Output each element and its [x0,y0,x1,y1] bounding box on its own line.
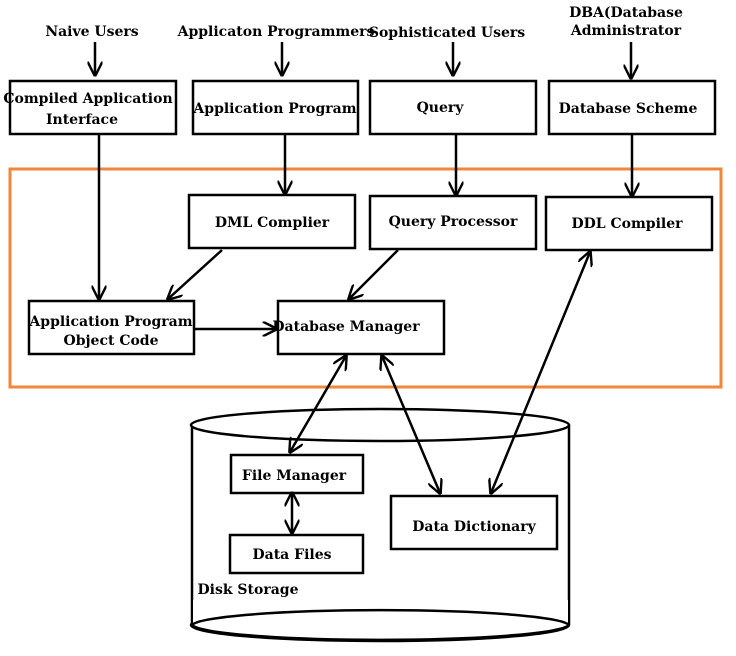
compiled-interface-label-line1: Compiled Application [3,91,172,107]
manager-data-dictionary-arrow [382,356,440,493]
file-manager-label: File Manager [242,468,347,484]
query-label: Query [417,100,465,116]
dml-compiler-label: DML Complier [215,215,330,231]
processor-to-manager-arrow [349,249,399,299]
data-files-label: Data Files [253,547,332,563]
disk-storage-cylinder [189,407,571,643]
dba-label-line2: Administrator [570,23,682,39]
object-code-label-line2: Object Code [64,333,159,349]
dml-to-object-code-arrow [168,249,223,299]
disk-storage-label: Disk Storage [198,582,299,598]
object-code-label-line1: Application Program [28,314,192,330]
ddl-compiler-box [544,195,714,252]
dml-compiler-box [187,193,357,250]
data-dictionary-box [389,494,559,551]
object-code-box [27,299,196,356]
data-files-box [228,533,365,575]
database-manager-box [276,299,446,356]
file-manager-box [229,453,365,495]
application-program-box [191,79,360,136]
ddl-data-dictionary-arrow [491,252,590,493]
application-programmers-label: Applicaton Programmers [177,24,375,40]
sophisticated-users-label: Sophisticated Users [369,25,525,41]
compiled-application-interface-box [8,79,178,136]
query-box [368,79,538,136]
manager-file-manager-arrow [290,356,346,452]
query-processor-frame [8,167,723,389]
compiled-interface-label-line2: Interface [46,112,118,128]
data-dictionary-label: Data Dictionary [412,519,536,535]
ddl-compiler-label: DDL Compiler [571,216,683,232]
database-scheme-box [547,79,717,136]
application-program-label: Application Program [192,101,356,117]
database-manager-label: Database Manager [272,319,420,335]
dba-label-line1: DBA(Database [569,5,683,21]
query-processor-label: Query Processor [389,214,518,230]
naive-users-label: Naive Users [45,24,138,40]
database-scheme-label: Database Scheme [559,101,698,117]
query-processor-box [368,194,538,251]
